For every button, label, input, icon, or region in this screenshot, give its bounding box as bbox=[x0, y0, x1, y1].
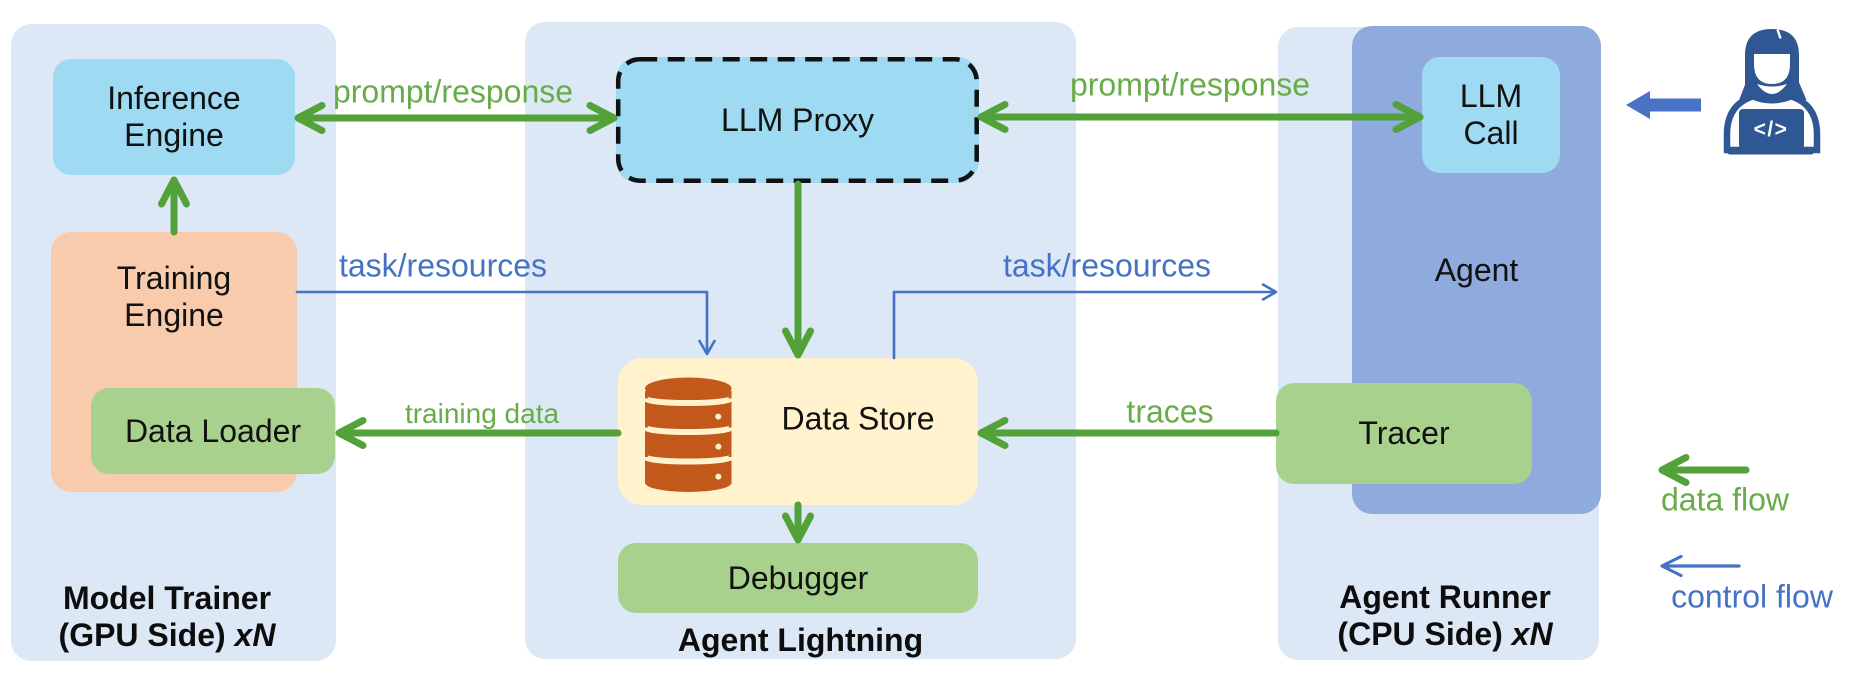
svg-text:</>: </> bbox=[1754, 118, 1789, 141]
